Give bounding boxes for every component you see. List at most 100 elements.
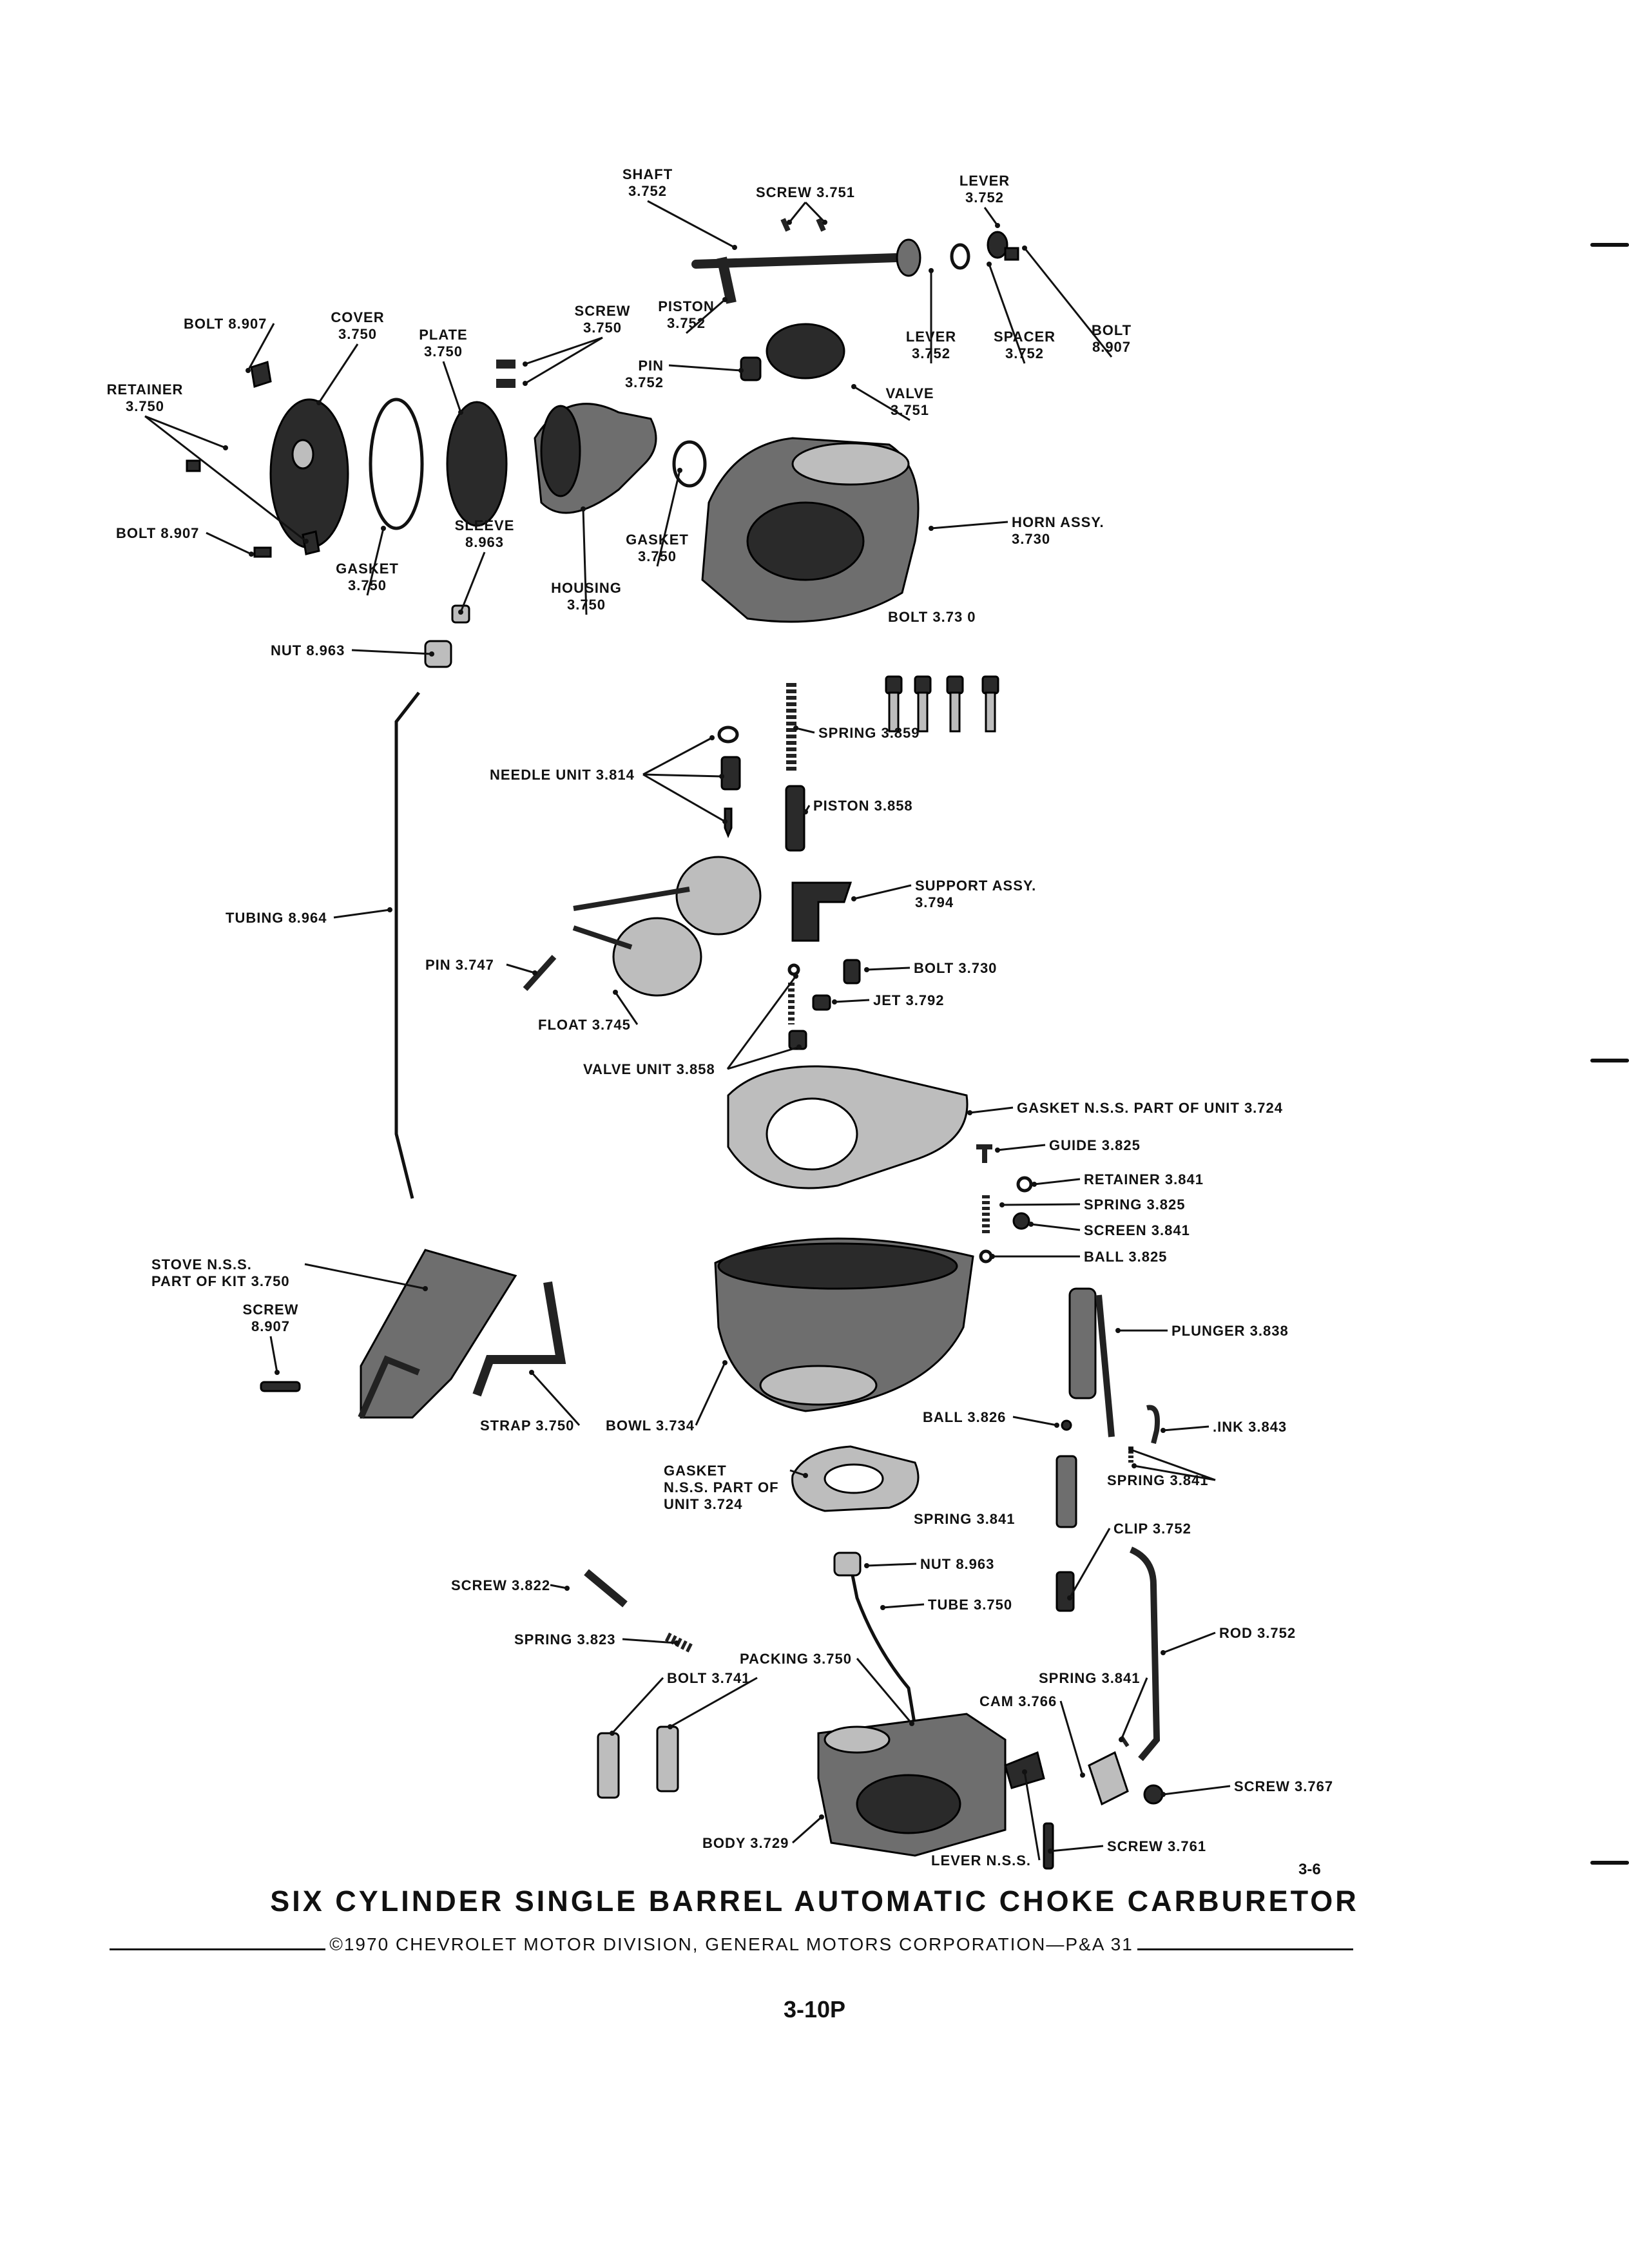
screw-pair-drawing <box>496 360 516 388</box>
leader-line <box>726 975 797 1070</box>
callout-line: N.S.S. PART OF <box>664 1479 779 1495</box>
strap-drawing <box>472 1281 566 1397</box>
leader-line <box>856 1658 913 1724</box>
edge-tab-mark <box>1590 243 1629 247</box>
callout-line: VALVE <box>885 385 934 401</box>
screen-drawing <box>1012 1212 1030 1230</box>
leader-arrowhead <box>1054 1423 1059 1428</box>
leader-line <box>642 736 713 776</box>
float-lower-drawing <box>612 917 702 997</box>
leader-arrowhead <box>793 974 798 979</box>
callout-clip: CLIP 3.752 <box>1113 1521 1191 1537</box>
leader-line <box>506 963 535 974</box>
leader-arrowhead <box>429 651 434 657</box>
callout-line: 3.752 <box>965 189 1004 206</box>
callout-line: NUT 8.963 <box>920 1556 994 1572</box>
leader-arrowhead <box>1022 1769 1027 1774</box>
copyright-rule-right <box>1137 1948 1354 1950</box>
leader-line <box>1162 1631 1216 1654</box>
leader-line <box>1050 1845 1104 1852</box>
gasket-lower-hole-drawing <box>824 1463 884 1494</box>
callout-line: BODY 3.729 <box>702 1835 789 1851</box>
leader-arrowhead <box>316 400 322 405</box>
callout-line: BOLT 3.741 <box>667 1670 750 1686</box>
housing-gasket-drawing <box>672 440 707 488</box>
bolt-small-b <box>253 546 272 558</box>
callout-line: 3.752 <box>912 345 950 361</box>
needle-drawing <box>724 807 733 838</box>
plunger-rod-drawing <box>1095 1294 1115 1437</box>
callout-line: SPACER <box>994 329 1055 345</box>
callout-link: .INK 3.843 <box>1213 1419 1287 1435</box>
spacer-drawing <box>950 243 970 270</box>
callout-line: STOVE N.S.S. <box>151 1256 252 1273</box>
callout-pin-3747: PIN 3.747 <box>425 957 494 973</box>
bowl-opening-drawing <box>717 1242 958 1290</box>
leader-arrowhead <box>423 1286 428 1291</box>
cam-drawing <box>1088 1751 1129 1806</box>
leader-arrowhead <box>1067 1595 1072 1600</box>
callout-line: 3.750 <box>583 320 622 336</box>
leader-arrowhead <box>909 1721 914 1726</box>
leader-arrowhead <box>458 610 463 615</box>
retainer-small-b <box>302 530 320 555</box>
leader-line <box>695 1362 726 1426</box>
spring-3823-drawing <box>664 1632 695 1654</box>
leader-line <box>983 207 999 226</box>
choke-shaft-drawing <box>691 253 900 269</box>
leader-line <box>247 323 275 371</box>
callout-line: NEEDLE UNIT 3.814 <box>490 767 635 783</box>
leader-line <box>642 773 726 823</box>
leader-line <box>1120 1677 1148 1740</box>
callout-plunger: PLUNGER 3.838 <box>1171 1323 1289 1339</box>
callout-line: BALL 3.826 <box>923 1409 1006 1425</box>
leader-arrowhead <box>709 735 715 740</box>
callout-support-assy: SUPPORT ASSY.3.794 <box>915 878 1036 910</box>
leader-line <box>144 415 226 449</box>
clip-drawing <box>1055 1571 1075 1612</box>
leader-line <box>1162 1785 1231 1796</box>
leader-line <box>614 992 639 1025</box>
callout-line: 3.750 <box>638 548 677 564</box>
callout-screw-3761: SCREW 3.761 <box>1107 1838 1206 1854</box>
callout-line: SPRING 3.841 <box>914 1511 1016 1527</box>
leader-arrowhead <box>1028 1222 1034 1227</box>
leader-line <box>866 966 911 971</box>
callout-line: RETAINER <box>107 381 184 398</box>
leader-line <box>144 415 307 543</box>
leader-arrowhead <box>677 468 682 473</box>
leader-arrowhead <box>610 1731 615 1736</box>
callout-line: LEVER N.S.S. <box>931 1852 1031 1869</box>
leader-arrowhead <box>674 1640 679 1646</box>
callout-line: 3.730 <box>1012 531 1050 547</box>
leader-line <box>788 202 807 223</box>
leader-arrowhead <box>819 1814 824 1820</box>
leader-arrowhead <box>967 1110 972 1115</box>
horn-bolt-drawing <box>981 675 999 695</box>
callout-body: BODY 3.729 <box>702 1835 789 1851</box>
callout-line: COVER <box>331 309 384 325</box>
leader-line <box>1162 1425 1210 1432</box>
leader-line <box>333 908 390 919</box>
callout-ball-3825: BALL 3.825 <box>1084 1249 1167 1265</box>
body-bore-drawing <box>856 1774 961 1834</box>
callout-line: 3.751 <box>891 402 929 418</box>
callout-screen: SCREEN 3.841 <box>1084 1222 1190 1238</box>
callout-bolt-8907-c: BOLT 8.907 <box>116 525 199 541</box>
leader-line <box>442 361 462 413</box>
leader-arrowhead <box>995 223 1000 228</box>
callout-line: SPRING 3.841 <box>1039 1670 1141 1686</box>
leader-line <box>525 336 603 385</box>
piston-small-drawing <box>740 356 762 381</box>
horn-bolt-drawing <box>914 675 932 695</box>
leader-arrowhead <box>990 1254 995 1259</box>
leader-line <box>656 470 681 567</box>
